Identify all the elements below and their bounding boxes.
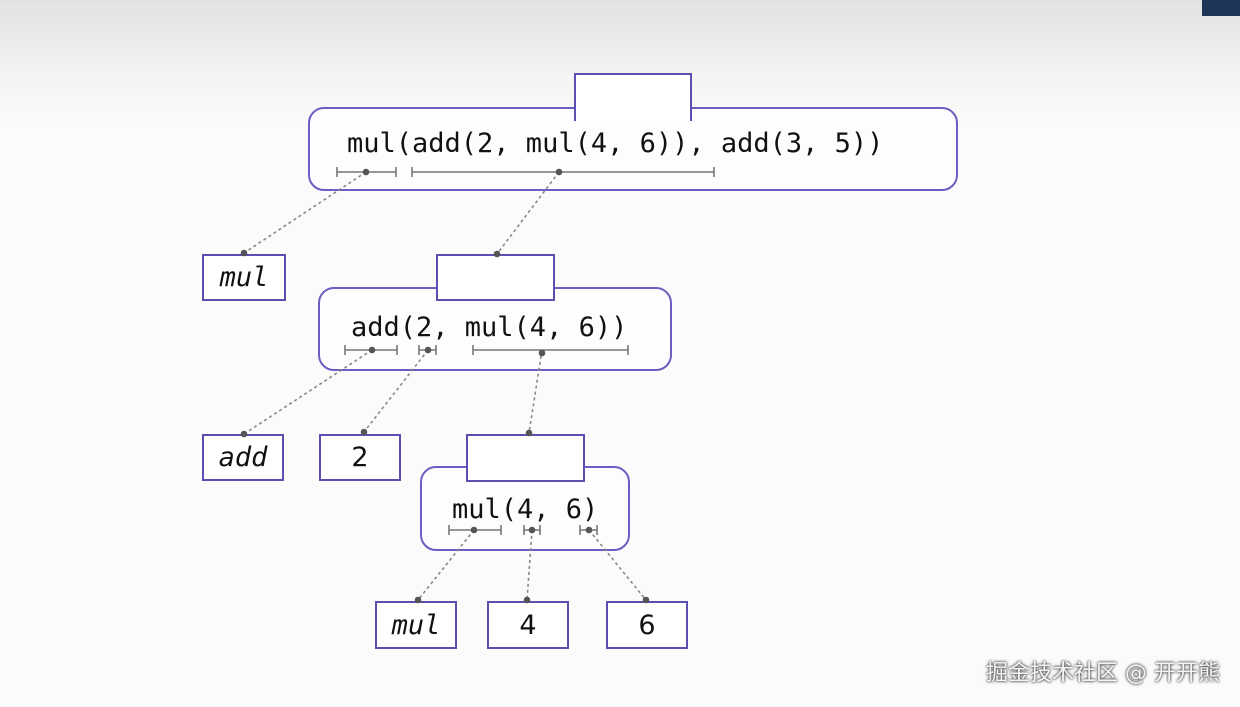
- link-inner-operand-2: [588, 529, 647, 601]
- dot-root-op: [362, 168, 370, 176]
- dot-mid-slot: [493, 250, 501, 258]
- link-root-operator: [243, 171, 367, 254]
- inner-value-slot: [466, 434, 585, 482]
- middle-expression: add(2, mul(4, 6)): [351, 312, 628, 343]
- link-middle-operand-2: [528, 349, 543, 434]
- dot-inner-arg1: [528, 526, 536, 534]
- link-middle-operand: [363, 349, 429, 433]
- dot-mul-leaf: [240, 249, 248, 257]
- middle-operand-leaf: 2: [319, 434, 401, 481]
- root-value-slot-cover: [574, 73, 692, 121]
- inner-expression: mul(4, 6): [452, 494, 599, 525]
- span-middle-operand-2: [472, 345, 629, 355]
- corner-tab: [1202, 0, 1240, 16]
- dot-inner-slot: [525, 429, 533, 437]
- link-middle-operator: [243, 349, 373, 435]
- inner-operand-1-leaf: 4: [487, 601, 569, 649]
- link-root-operand-1: [496, 171, 560, 255]
- dot-add-leaf: [240, 430, 248, 438]
- root-expression: mul(add(2, mul(4, 6)), add(3, 5)): [347, 128, 884, 159]
- dot-inner-arg2: [585, 526, 593, 534]
- inner-operand-2-leaf: 6: [606, 601, 688, 649]
- root-expression-frame: [308, 107, 958, 191]
- watermark: 掘金技术社区 @ 开开熊: [986, 661, 1220, 686]
- dot-mul2-leaf: [414, 596, 422, 604]
- dot-mid-arg2: [538, 349, 546, 357]
- span-root-operand-1: [411, 167, 715, 177]
- dot-two-leaf: [360, 428, 368, 436]
- link-inner-operator: [417, 529, 475, 601]
- inner-operator-leaf: mul: [375, 601, 457, 649]
- dot-mid-op: [368, 346, 376, 354]
- dot-root-arg: [555, 168, 563, 176]
- dot-six-leaf: [642, 596, 650, 604]
- dot-four-leaf: [523, 596, 531, 604]
- middle-value-slot: [436, 254, 555, 301]
- link-inner-operand-1: [526, 529, 533, 601]
- dot-inner-op: [470, 526, 478, 534]
- dot-mid-arg1: [424, 346, 432, 354]
